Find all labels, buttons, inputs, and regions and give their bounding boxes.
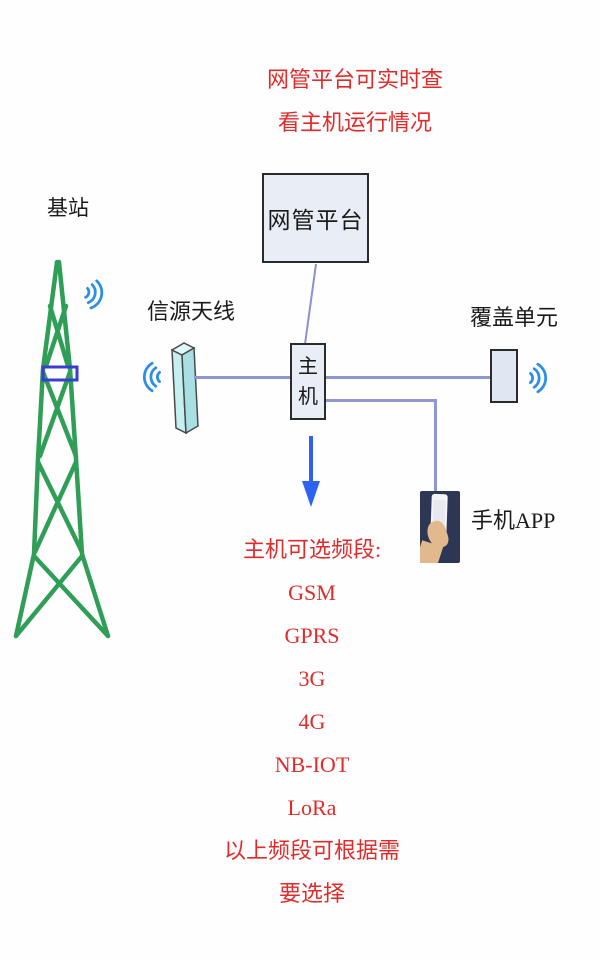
signal-waves-icon bbox=[142, 361, 161, 393]
band-item: GPRS bbox=[284, 623, 340, 648]
bands-annotation: 主机可选频段: GSM GPRS 3G 4G NB-IOT LoRa 以上频段可… bbox=[187, 528, 437, 915]
band-item: 3G bbox=[298, 666, 326, 691]
coverage-unit-label: 覆盖单元 bbox=[470, 305, 559, 330]
host-box: 主 机 bbox=[290, 343, 326, 420]
base-station-tower-icon bbox=[13, 259, 111, 639]
top-annotation-line2: 看主机运行情况 bbox=[277, 110, 432, 135]
signal-waves-icon bbox=[529, 362, 548, 394]
band-item: GSM bbox=[288, 580, 336, 605]
band-item: 4G bbox=[298, 709, 326, 734]
signal-waves-icon bbox=[84, 279, 104, 310]
phone-app-label: 手机APP bbox=[471, 508, 556, 533]
connector-nms-to-host bbox=[304, 263, 317, 345]
phone-in-hand-icon bbox=[420, 491, 460, 563]
coverage-unit-box bbox=[490, 349, 518, 403]
nms-platform-box-label: 网管平台 bbox=[267, 208, 364, 233]
top-annotation: 网管平台可实时查 看主机运行情况 bbox=[230, 58, 480, 144]
connector-host-to-phone-vertical bbox=[434, 399, 437, 492]
connector-antenna-to-host bbox=[194, 376, 290, 379]
bands-footer-line1: 以上频段可根据需 bbox=[223, 838, 400, 863]
top-annotation-line1: 网管平台可实时查 bbox=[266, 67, 443, 92]
connector-host-to-coverage bbox=[326, 376, 490, 379]
band-item: NB-IOT bbox=[274, 752, 350, 777]
tower-mount-marker bbox=[41, 365, 79, 382]
host-box-char1: 主 bbox=[298, 355, 318, 378]
down-arrow-icon bbox=[302, 436, 320, 507]
bands-footer-line2: 要选择 bbox=[278, 881, 345, 906]
band-item: LoRa bbox=[287, 795, 337, 820]
base-station-label: 基站 bbox=[47, 196, 89, 220]
bands-title: 主机可选频段: bbox=[242, 537, 382, 562]
host-box-char2: 机 bbox=[298, 385, 318, 408]
nms-platform-box: 网管平台 bbox=[262, 173, 369, 263]
antenna-panel-icon bbox=[170, 342, 199, 435]
source-antenna-label: 信源天线 bbox=[147, 299, 236, 324]
connector-host-to-phone-horizontal bbox=[326, 399, 437, 402]
